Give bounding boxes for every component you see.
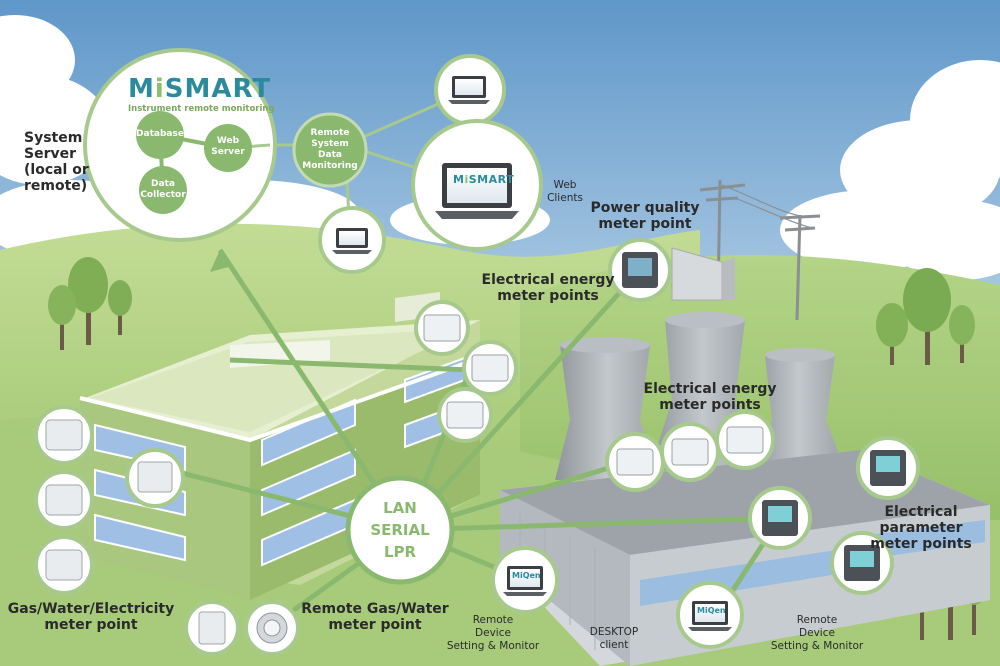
system-server-label: System Server (local or remote) [24, 130, 89, 194]
logo-tagline: Instrument remote monitoring [128, 104, 275, 114]
gas-water-electricity-line2: meter point [44, 617, 138, 633]
remote-device-left-line2: Device [475, 627, 511, 639]
office-building [79, 292, 481, 600]
system-server-line4: remote) [24, 178, 88, 194]
database-node-label: Database [136, 129, 184, 139]
web-clients-line2: Clients [547, 192, 583, 204]
data-collector-node-label: Data Collector [133, 179, 193, 201]
remote-monitoring-line2: System [311, 139, 349, 149]
meter-device-icons [45, 252, 906, 645]
remote-device-right-line2: Device [799, 627, 835, 639]
web-server-line1: Web [216, 136, 240, 146]
power-quality-line1: Power quality [590, 200, 700, 216]
remote-monitoring-line3: Data [318, 150, 342, 160]
logo-letter-i: i [154, 74, 165, 104]
laptop-logo-text-rest: SMART [468, 173, 515, 186]
system-server-line3: (local or [24, 162, 89, 178]
remote-device-right-line3: Setting & Monitor [770, 640, 864, 652]
system-server-line1: System [24, 130, 83, 146]
data-collector-line2: Collector [140, 190, 186, 200]
electrical-parameter-line1: Electrical parameter [879, 504, 963, 536]
logo-letter-m: M [128, 74, 155, 104]
data-collector-line1: Data [151, 179, 175, 189]
remote-gas-water-label: Remote Gas/Water meter point [300, 601, 450, 633]
remote-monitoring-label: Remote System Data Monitoring [298, 128, 362, 172]
remote-device-right-line1: Remote [796, 614, 838, 626]
electrical-energy-top-line1: Electrical energy [481, 272, 615, 288]
desktop-client-line2: client [599, 639, 629, 651]
hub-line1: LAN [383, 499, 417, 517]
laptop-logo-letter-i: i [464, 173, 469, 186]
remote-gas-water-line2: meter point [328, 617, 422, 633]
miqen-right-screen-label: MiQen [697, 606, 726, 615]
desktop-client-label: DESKTOP client [582, 626, 646, 652]
electrical-parameter-label: Electrical parameter meter points [842, 504, 1000, 552]
server-circle [83, 48, 277, 242]
arrow-head [210, 250, 232, 272]
web-server-node-label: Web Server [198, 136, 258, 158]
hub-line3: LPR [383, 543, 417, 561]
power-pylons [699, 179, 821, 321]
gas-water-electricity-label: Gas/Water/Electricity meter point [2, 601, 180, 633]
electrical-energy-top-line2: meter points [497, 288, 599, 304]
hub-label: LAN SERIAL LPR [350, 497, 450, 563]
remote-monitoring-line4: Monitoring [302, 161, 358, 171]
electrical-energy-mid-line1: Electrical energy [643, 381, 777, 397]
clouds [0, 15, 1000, 280]
web-clients-label: Web Clients [540, 179, 590, 205]
remote-device-left-label: Remote Device Setting & Monitor [438, 614, 548, 653]
system-server-line2: Server [24, 146, 77, 162]
remote-monitoring-node [292, 112, 368, 188]
web-clients-line1: Web [553, 179, 577, 191]
power-quality-label: Power quality meter point [590, 200, 700, 232]
remote-device-right-label: Remote Device Setting & Monitor [762, 614, 872, 653]
electrical-energy-mid-line2: meter points [659, 397, 761, 413]
remote-device-left-line3: Setting & Monitor [446, 640, 540, 652]
logo-text-rest: SMART [164, 74, 272, 104]
miqen-left-screen-label: MiQen [512, 571, 541, 580]
laptop-icons [332, 76, 519, 254]
remote-monitoring-line1: Remote [310, 128, 350, 138]
remote-gas-water-line1: Remote Gas/Water [301, 601, 449, 617]
remote-device-left-line1: Remote [472, 614, 514, 626]
miqen-client-circles [491, 546, 744, 649]
electrical-parameter-line2: meter points [870, 536, 972, 552]
lan-serial-lpr-hub [345, 475, 455, 585]
electrical-energy-top-label: Electrical energy meter points [478, 272, 618, 304]
desktop-client-line1: DESKTOP [589, 626, 639, 638]
electrical-energy-mid-label: Electrical energy meter points [640, 381, 780, 413]
gas-water-electricity-line1: Gas/Water/Electricity [7, 601, 175, 617]
power-quality-line2: meter point [598, 216, 692, 232]
factory [500, 450, 990, 666]
web-server-line2: Server [211, 147, 245, 157]
mismart-logo: MiSMART [128, 74, 271, 104]
hub-line2: SERIAL [370, 521, 430, 539]
laptop-screen-logo: MiSMART [453, 173, 514, 186]
laptop-logo-letter-m: M [453, 173, 465, 186]
